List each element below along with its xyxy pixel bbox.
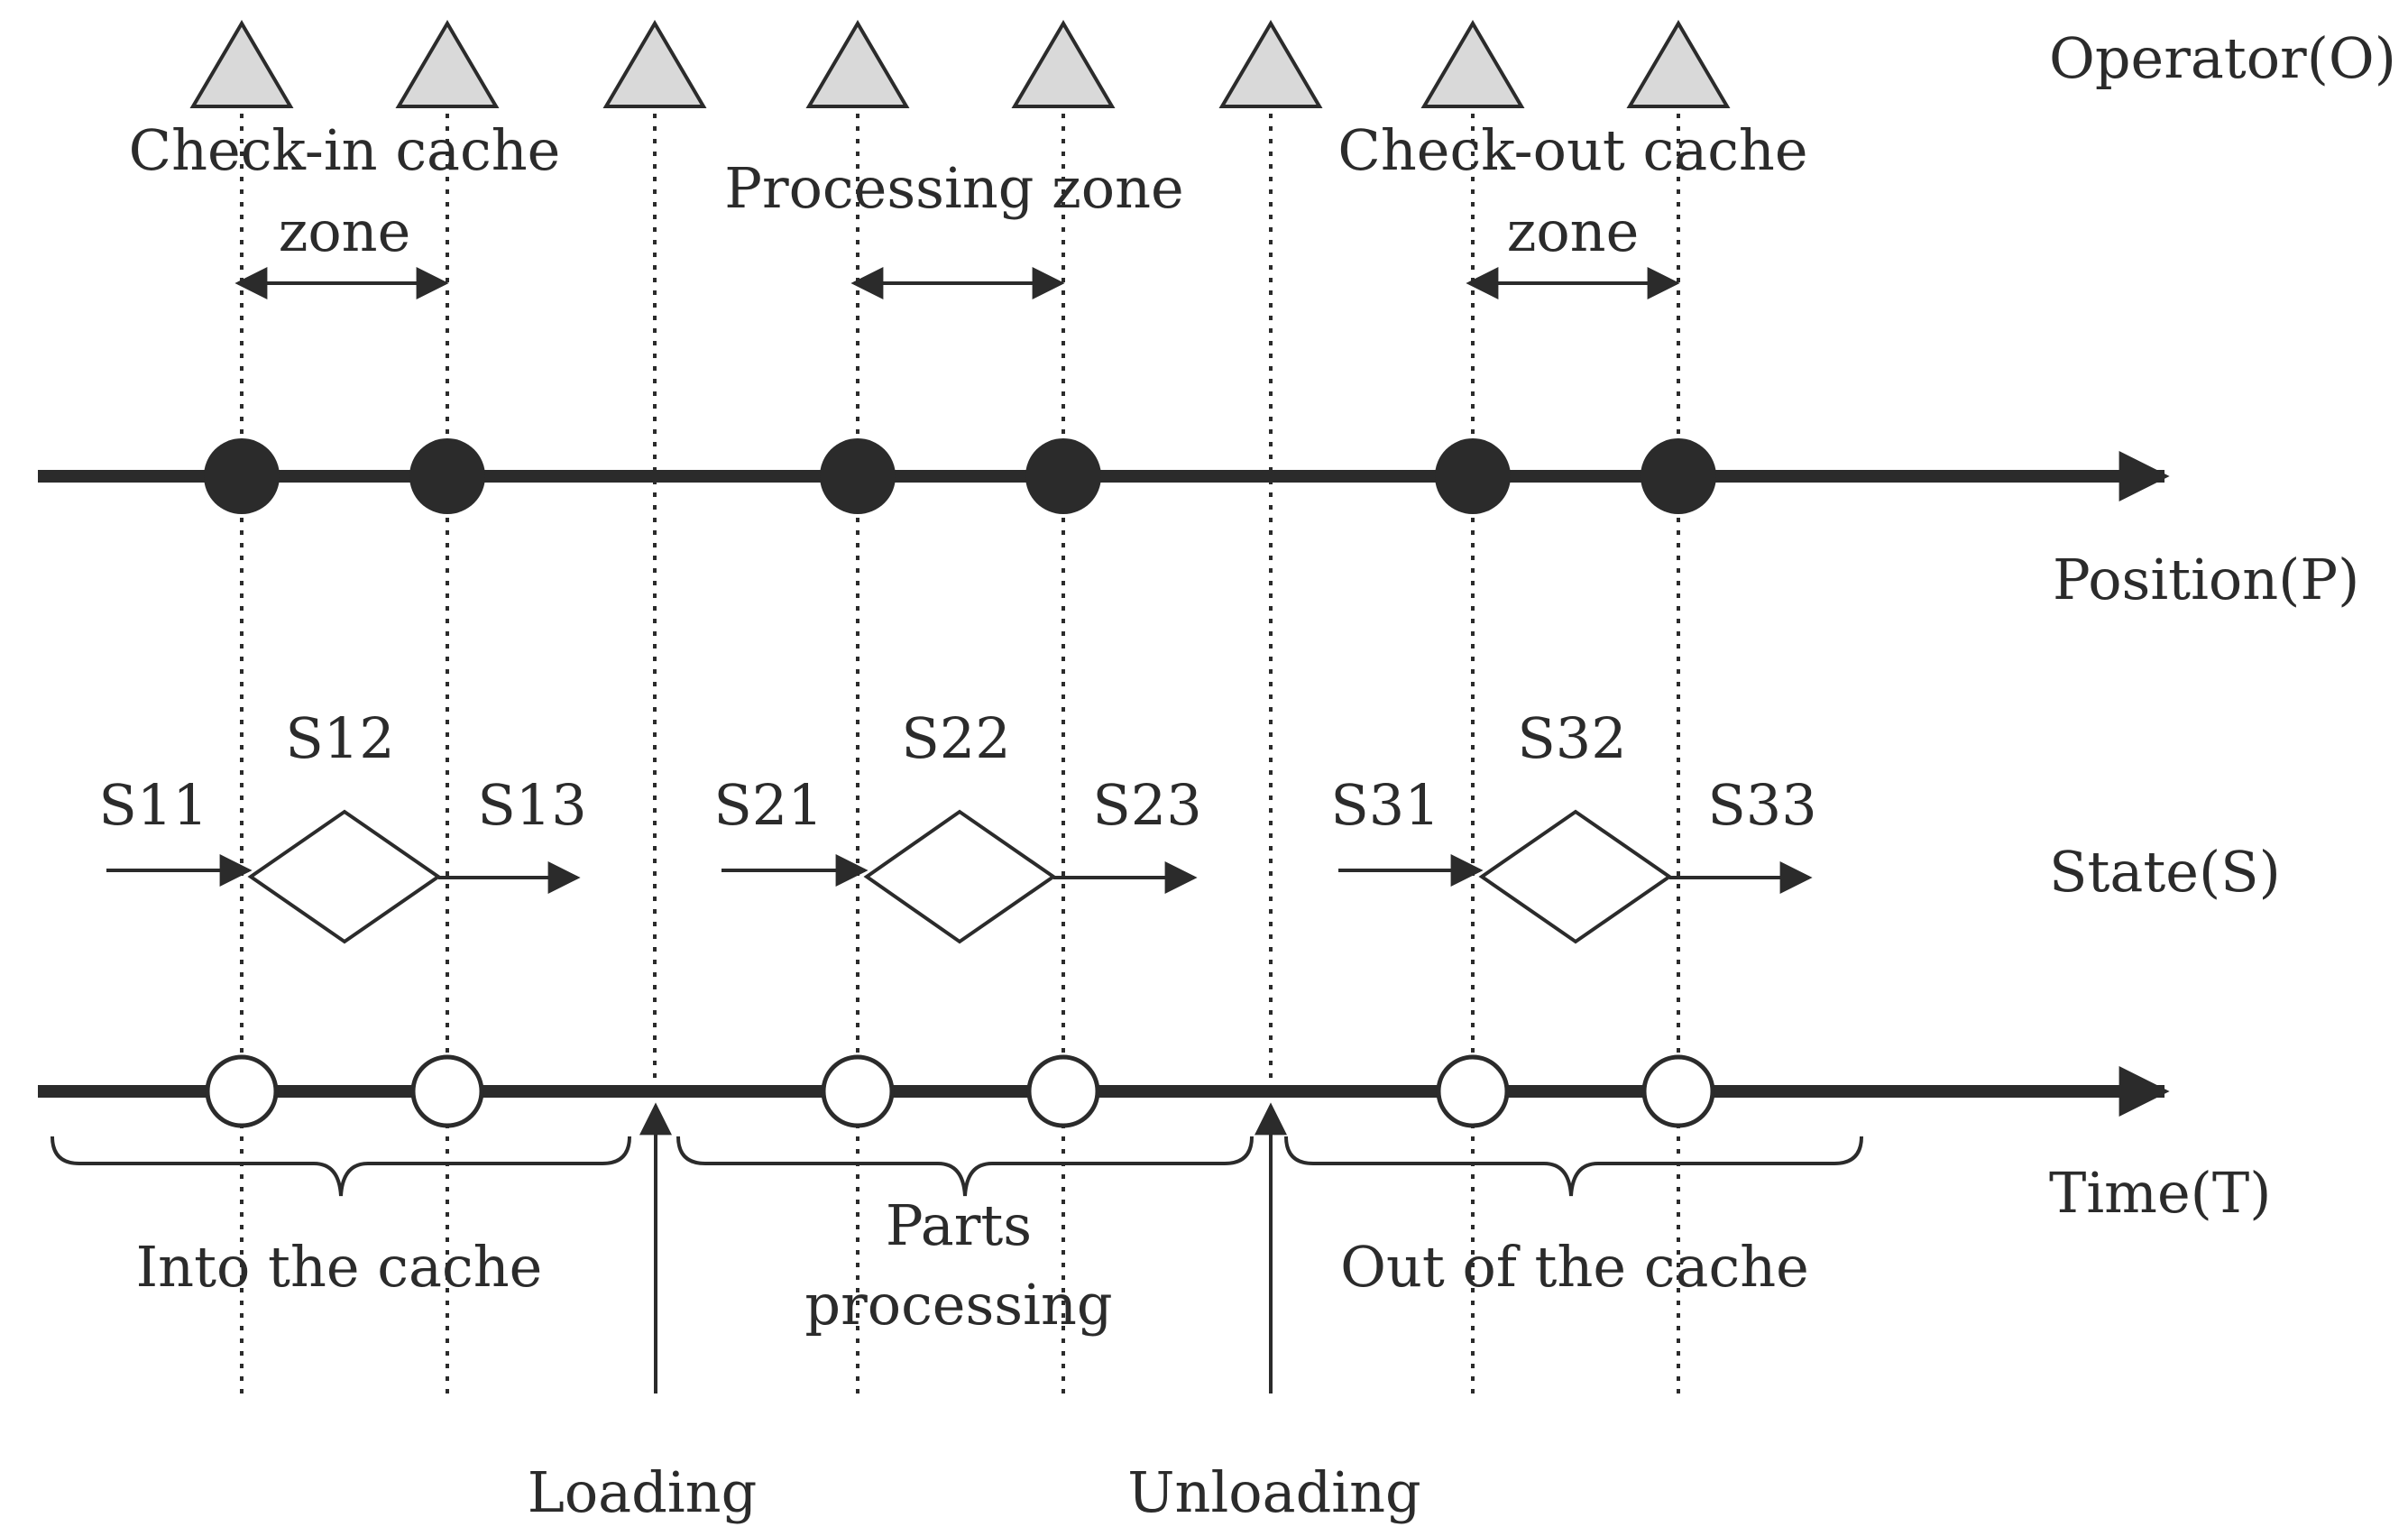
position-node [409,438,485,514]
axis-label-state: State(S) [2049,839,2281,905]
phase-brace [676,1136,1254,1197]
zone-label-checkout-line2: zone [1507,198,1640,264]
phase-label-processing: processing [804,1272,1112,1338]
state-diamond [863,809,1057,944]
time-node [410,1054,484,1128]
event-label-unloading: Unloading [1127,1459,1420,1525]
time-node [821,1054,895,1128]
operator-triangle [1420,20,1525,108]
zone-label-checkin: Check-in cache [129,117,561,183]
state-label: S23 [1092,772,1201,838]
state-label: S22 [901,705,1010,771]
state-label: S13 [477,772,586,838]
zone-label-checkin-line2: zone [279,198,411,264]
state-label: S32 [1517,705,1626,771]
event-label-loading: Loading [528,1459,758,1525]
operator-row: Operator(O) [189,20,2396,108]
state-label: S21 [713,772,823,838]
position-node [820,438,896,514]
time-row: Time(T) Into the cache Parts processing … [38,1054,2271,1338]
operator-triangle [1011,20,1116,108]
position-node [1435,438,1511,514]
position-row: Position(P) [38,438,2359,612]
state-row: S12 S11 S13 S22 S21 S23 S32 S31 S33 Stat… [98,705,2281,944]
axis-label-operator: Operator(O) [2049,25,2396,91]
state-diamond [247,809,442,944]
time-node [1641,1054,1715,1128]
operator-triangle [189,20,294,108]
operator-triangle [805,20,910,108]
state-label: S33 [1707,772,1816,838]
state-label: S11 [98,772,207,838]
axis-label-time: Time(T) [2049,1160,2271,1226]
operator-triangle [1218,20,1323,108]
phase-brace [51,1136,631,1197]
position-node [1025,438,1101,514]
axis-label-position: Position(P) [2053,547,2359,612]
phase-label-out-of-cache: Out of the cache [1340,1234,1809,1300]
events: Loading Unloading [528,1102,1421,1525]
zones: Check-in cache zone Processing zone Chec… [129,117,1808,299]
position-node [1641,438,1716,514]
time-node [205,1054,279,1128]
state-label: S12 [285,705,394,771]
state-label: S31 [1330,772,1439,838]
zone-label-processing: Processing zone [724,155,1184,221]
phase-brace [1284,1136,1863,1197]
operator-triangle [395,20,500,108]
state-diamond [1478,809,1673,944]
phase-label-into-cache: Into the cache [136,1234,543,1300]
time-node [1436,1054,1510,1128]
position-node [204,438,280,514]
operator-triangle [1626,20,1731,108]
zone-label-checkout: Check-out cache [1337,117,1807,183]
operator-triangle [602,20,707,108]
time-node [1026,1054,1100,1128]
phase-label-parts: Parts [886,1192,1032,1258]
